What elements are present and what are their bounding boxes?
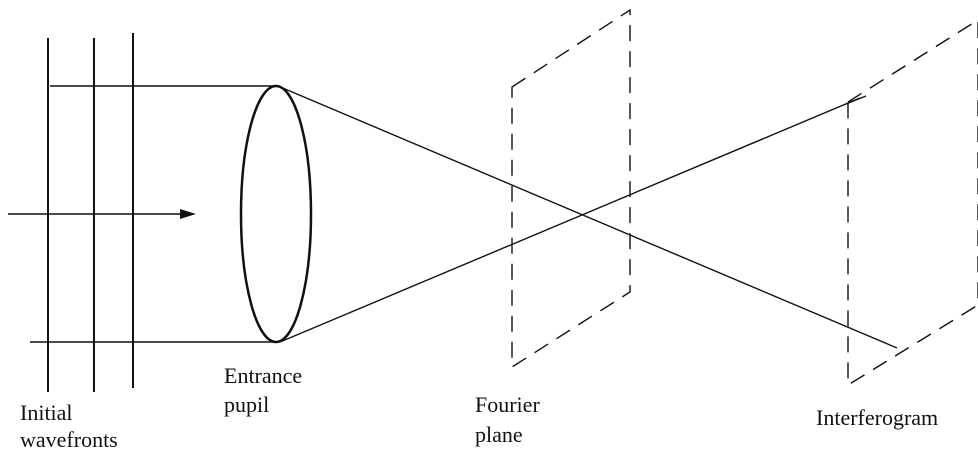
fourier-plane-outline: [511, 8, 631, 369]
fourier-plane: [511, 8, 631, 369]
initial-wavefronts: [47, 33, 134, 392]
label-entrance-pupil: Entrance pupil: [224, 363, 308, 417]
incoming-beam-edges: [30, 85, 278, 343]
interferogram-plane-outline: [847, 19, 978, 387]
label-interferogram-line1: Interferogram: [816, 405, 938, 430]
label-fourier-plane: Fourier plane: [475, 392, 545, 447]
label-entrance-pupil-line2: pupil: [224, 392, 269, 417]
entrance-pupil-lens: [239, 84, 313, 344]
label-initial-wavefronts-line1: Initial: [20, 400, 73, 425]
arrowhead: [180, 209, 196, 219]
ray-top-to-bottom: [277, 85, 898, 349]
label-initial-wavefronts: Initial wavefronts: [20, 400, 118, 452]
label-interferogram: Interferogram: [816, 405, 938, 430]
label-entrance-pupil-line1: Entrance: [224, 363, 302, 388]
ray-bottom-to-top: [279, 97, 861, 343]
converging-rays: [277, 85, 898, 349]
ray-tip: [845, 95, 867, 105]
label-fourier-plane-line1: Fourier: [475, 392, 540, 417]
interferogram-plane: [847, 19, 978, 387]
optical-axis-arrow: [8, 209, 196, 219]
label-initial-wavefronts-line2: wavefronts: [20, 427, 118, 452]
label-fourier-plane-line2: plane: [475, 422, 523, 447]
